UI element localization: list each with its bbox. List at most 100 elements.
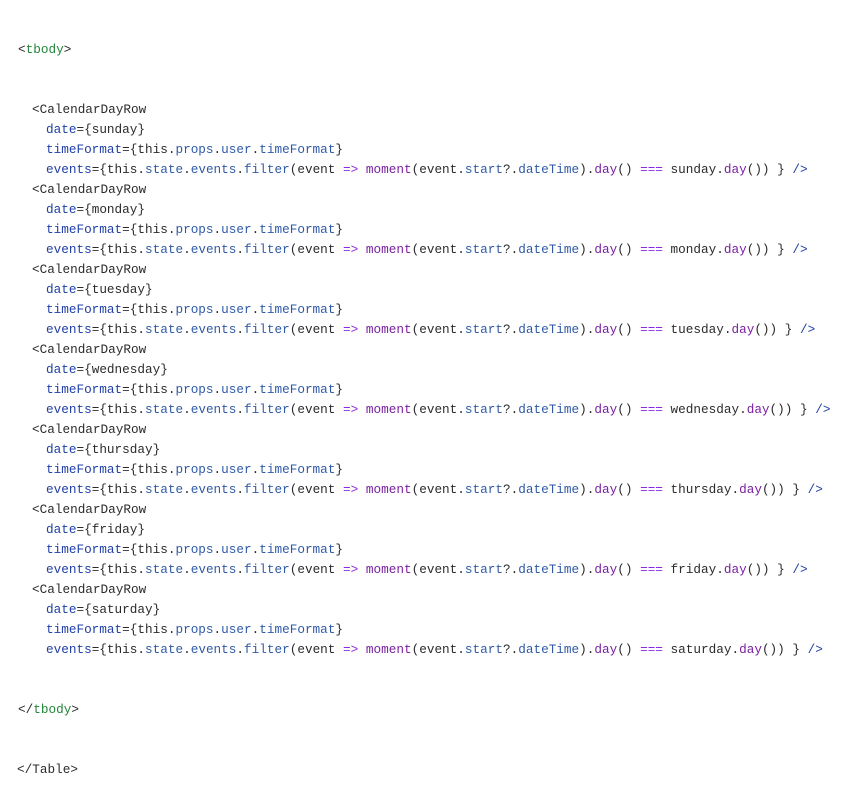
start-member: start [464, 402, 503, 417]
start-member: start [464, 162, 503, 177]
day-call: day [739, 642, 762, 657]
arrow-operator: => [343, 402, 359, 417]
start-member: start [464, 322, 503, 337]
events-member: events [190, 402, 237, 417]
code-line-date-attr: date={saturday} [46, 602, 161, 617]
day-call: day [594, 642, 618, 657]
day-call: day [594, 562, 618, 577]
code-line-date-attr: date={sunday} [46, 122, 146, 137]
this-keyword: this [137, 142, 168, 157]
event-param: event [297, 242, 336, 257]
tbody-open-tag: tbody [25, 42, 64, 57]
datetime-member: dateTime [518, 162, 580, 177]
code-line-date-attr: date={monday} [46, 202, 146, 217]
code-line-tbody-open: <tbody> [18, 42, 72, 57]
attr-date: date [46, 202, 77, 217]
arrow-operator: => [343, 322, 359, 337]
strict-equal-operator: === [640, 402, 663, 417]
code-line-events-attr: events={this.state.events.filter(event =… [46, 562, 808, 577]
code-line-timeformat-attr: timeFormat={this.props.user.timeFormat} [46, 222, 344, 237]
user-member: user [221, 222, 252, 237]
code-line-tbody-close: </tbody> [18, 702, 79, 717]
code-line-events-attr: events={this.state.events.filter(event =… [46, 322, 816, 337]
state-member: state [145, 562, 184, 577]
attr-date: date [46, 282, 77, 297]
day-value: thursday [91, 442, 153, 457]
code-line-timeformat-attr: timeFormat={this.props.user.timeFormat} [46, 382, 344, 397]
attr-events: events [46, 402, 92, 417]
attr-events: events [46, 642, 92, 657]
day-call: day [594, 242, 618, 257]
state-member: state [145, 162, 184, 177]
props-member: props [175, 462, 214, 477]
attr-timeformat: timeFormat [46, 222, 123, 237]
day-value-ref: monday [670, 242, 717, 257]
day-call: day [723, 242, 747, 257]
this-keyword: this [106, 562, 138, 577]
day-value: tuesday [91, 282, 145, 297]
state-member: state [145, 642, 184, 657]
start-member: start [464, 242, 503, 257]
events-member: events [190, 482, 237, 497]
code-line-date-attr: date={wednesday} [46, 362, 168, 377]
code-line-timeformat-attr: timeFormat={this.props.user.timeFormat} [46, 302, 344, 317]
day-call: day [723, 162, 747, 177]
arrow-operator: => [343, 562, 359, 577]
component-name: CalendarDayRow [39, 422, 147, 437]
day-value-ref: thursday [670, 482, 732, 497]
event-ref: event [419, 242, 458, 257]
moment-call: moment [365, 242, 412, 257]
datetime-member: dateTime [518, 642, 580, 657]
day-value-ref: friday [670, 562, 717, 577]
start-member: start [464, 562, 503, 577]
code-line-component-open: <CalendarDayRow [32, 582, 147, 597]
datetime-member: dateTime [518, 562, 580, 577]
code-line-events-attr: events={this.state.events.filter(event =… [46, 402, 831, 417]
props-member: props [175, 542, 214, 557]
event-ref: event [419, 562, 458, 577]
code-line-component-open: <CalendarDayRow [32, 182, 147, 197]
user-member: user [221, 302, 252, 317]
event-param: event [297, 562, 336, 577]
attr-events: events [46, 162, 92, 177]
event-ref: event [419, 482, 458, 497]
tbody-close-tag: tbody [33, 702, 72, 717]
attr-date: date [46, 122, 77, 137]
event-param: event [297, 322, 336, 337]
timeformat-member: timeFormat [259, 622, 336, 637]
this-keyword: this [137, 622, 168, 637]
state-member: state [145, 402, 184, 417]
event-param: event [297, 642, 336, 657]
filter-member: filter [244, 242, 290, 257]
code-line-timeformat-attr: timeFormat={this.props.user.timeFormat} [46, 462, 344, 477]
props-member: props [175, 142, 214, 157]
datetime-member: dateTime [518, 242, 580, 257]
state-member: state [145, 242, 184, 257]
events-member: events [190, 162, 237, 177]
props-member: props [175, 382, 214, 397]
code-line-date-attr: date={thursday} [46, 442, 161, 457]
attr-date: date [46, 442, 77, 457]
day-value: sunday [91, 122, 138, 137]
code-line-events-attr: events={this.state.events.filter(event =… [46, 642, 823, 657]
strict-equal-operator: === [640, 162, 663, 177]
code-line-events-attr: events={this.state.events.filter(event =… [46, 162, 808, 177]
strict-equal-operator: === [640, 562, 663, 577]
code-line-events-attr: events={this.state.events.filter(event =… [46, 482, 823, 497]
user-member: user [221, 462, 252, 477]
code-line-timeformat-attr: timeFormat={this.props.user.timeFormat} [46, 622, 344, 637]
arrow-operator: => [343, 242, 359, 257]
arrow-operator: => [343, 482, 359, 497]
day-value: saturday [91, 602, 153, 617]
timeformat-member: timeFormat [259, 462, 336, 477]
strict-equal-operator: === [640, 322, 663, 337]
code-line-timeformat-attr: timeFormat={this.props.user.timeFormat} [46, 542, 344, 557]
timeformat-member: timeFormat [259, 222, 336, 237]
attr-events: events [46, 562, 92, 577]
events-member: events [190, 242, 237, 257]
attr-date: date [46, 602, 77, 617]
this-keyword: this [106, 322, 138, 337]
code-line-component-open: <CalendarDayRow [32, 102, 147, 117]
events-member: events [190, 322, 237, 337]
